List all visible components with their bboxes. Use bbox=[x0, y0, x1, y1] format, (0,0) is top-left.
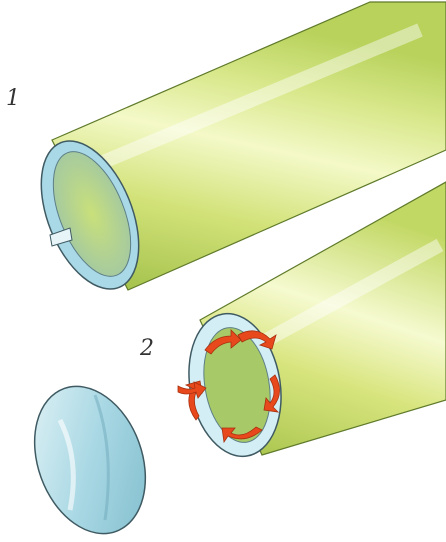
step-label-2: 2 bbox=[140, 336, 154, 361]
step-label-1: 1 bbox=[6, 86, 20, 111]
filter-disc bbox=[15, 371, 165, 538]
